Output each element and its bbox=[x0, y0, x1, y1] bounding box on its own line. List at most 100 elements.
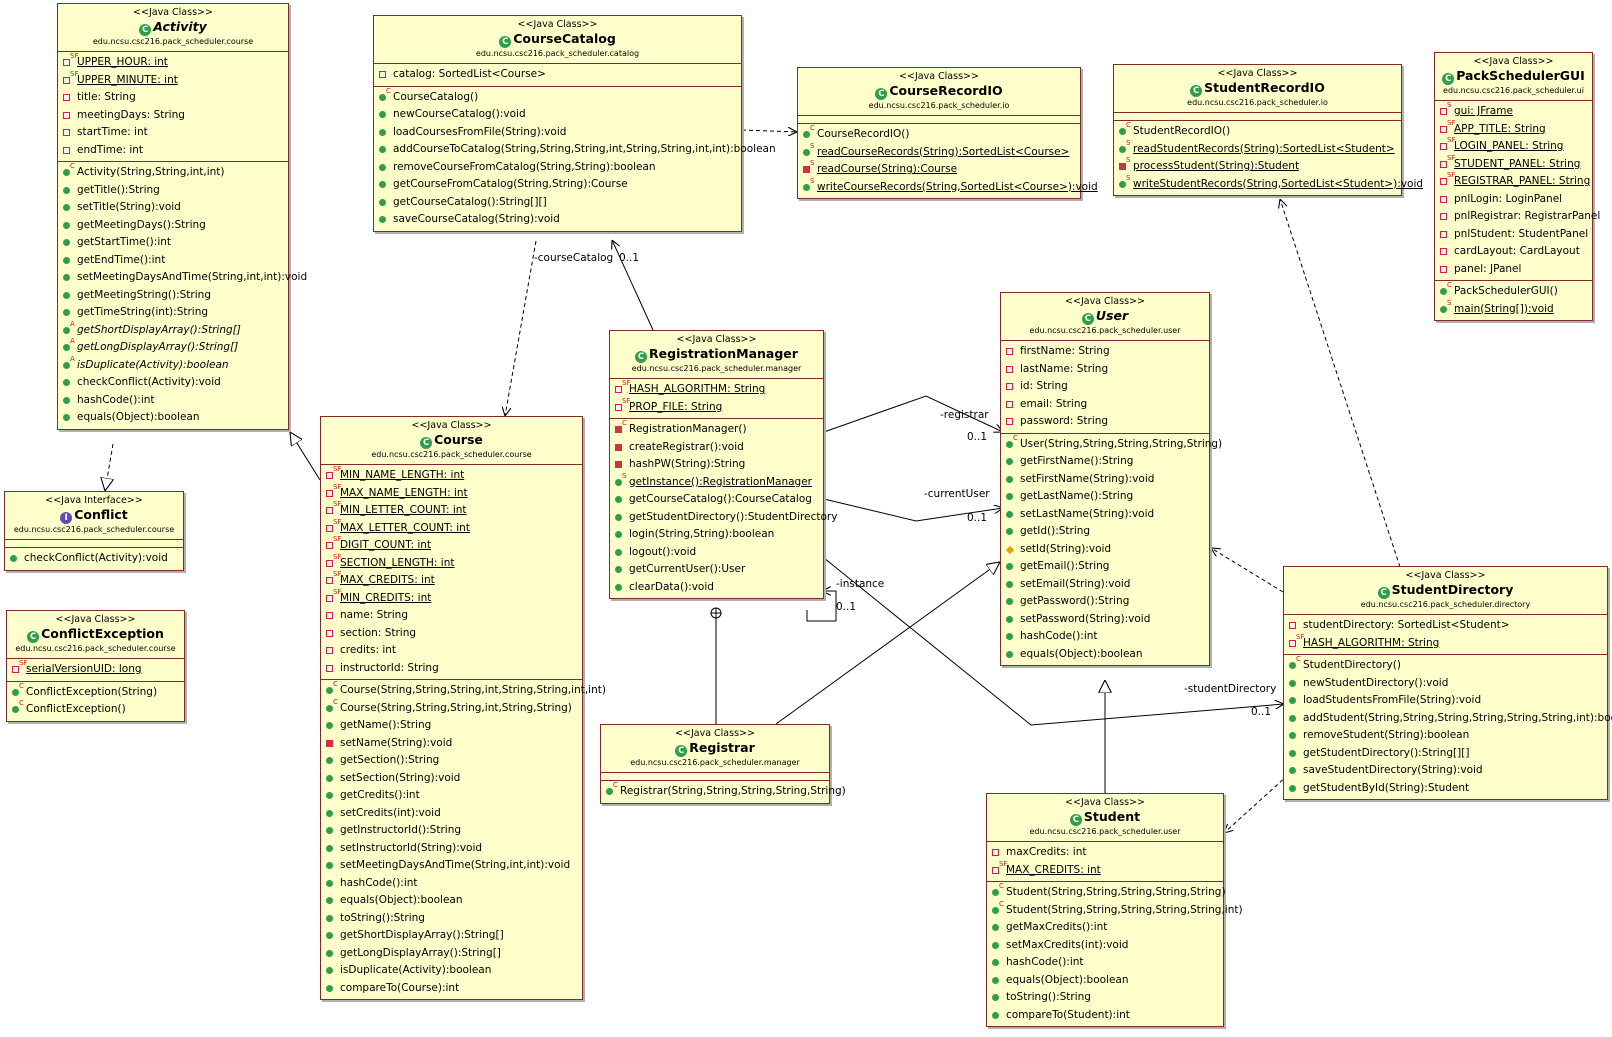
method-row[interactable]: getCourseCatalog():String[][] bbox=[374, 194, 741, 212]
field-row[interactable]: credits: int bbox=[321, 642, 582, 660]
method-row[interactable]: getId():String bbox=[1001, 523, 1209, 541]
method-row[interactable]: loadStudentsFromFile(String):void bbox=[1284, 692, 1607, 710]
method-row[interactable]: hashCode():int bbox=[1001, 628, 1209, 646]
field-row[interactable]: studentDirectory: SortedList<Student> bbox=[1284, 617, 1607, 635]
field-row[interactable]: endTime: int bbox=[58, 142, 288, 160]
method-row[interactable]: getPassword():String bbox=[1001, 593, 1209, 611]
method-row[interactable]: addCourseToCatalog(String,String,String,… bbox=[374, 141, 776, 159]
method-row[interactable]: checkConflict(Activity):void bbox=[58, 374, 288, 392]
field-row[interactable]: pnlRegistrar: RegistrarPanel bbox=[1435, 208, 1600, 226]
method-row[interactable]: addStudent(String,String,String,String,S… bbox=[1284, 710, 1612, 728]
method-row[interactable]: login(String,String):boolean bbox=[610, 526, 823, 544]
method-row[interactable]: removeStudent(String):boolean bbox=[1284, 727, 1607, 745]
method-row[interactable]: getFirstName():String bbox=[1001, 453, 1209, 471]
method-row[interactable]: setMaxCredits(int):void bbox=[987, 937, 1223, 955]
method-row[interactable]: getStartTime():int bbox=[58, 234, 288, 252]
field-row[interactable]: panel: JPanel bbox=[1435, 261, 1592, 279]
method-row[interactable]: getLongDisplayArray():String[] bbox=[321, 945, 582, 963]
field-row[interactable]: email: String bbox=[1001, 396, 1209, 414]
method-row[interactable]: getCurrentUser():User bbox=[610, 561, 823, 579]
method-row[interactable]: newStudentDirectory():void bbox=[1284, 675, 1607, 693]
method-row[interactable]: getEmail():String bbox=[1001, 558, 1209, 576]
method-row[interactable]: setTitle(String):void bbox=[58, 199, 288, 217]
method-row[interactable]: setSection(String):void bbox=[321, 770, 582, 788]
method-row[interactable]: getShortDisplayArray():String[] bbox=[321, 927, 582, 945]
method-row[interactable]: getStudentById(String):Student bbox=[1284, 780, 1607, 798]
method-row[interactable]: setName(String):void bbox=[321, 735, 582, 753]
method-row[interactable]: isDuplicate(Activity):boolean bbox=[321, 962, 582, 980]
method-row[interactable]: toString():String bbox=[987, 989, 1223, 1007]
method-row[interactable]: hashPW(String):String bbox=[610, 456, 823, 474]
method-row[interactable]: getName():String bbox=[321, 717, 582, 735]
method-row[interactable]: hashCode():int bbox=[321, 875, 582, 893]
field-row[interactable]: instructorId: String bbox=[321, 660, 582, 678]
method-row[interactable]: getCourseCatalog():CourseCatalog bbox=[610, 491, 823, 509]
method-row[interactable]: getMeetingDays():String bbox=[58, 217, 288, 235]
method-row[interactable]: setInstructorId(String):void bbox=[321, 840, 582, 858]
method-row[interactable]: getMeetingString():String bbox=[58, 287, 288, 305]
method-row[interactable]: setLastName(String):void bbox=[1001, 506, 1209, 524]
method-row[interactable]: setFirstName(String):void bbox=[1001, 471, 1209, 489]
field-row[interactable]: pnlStudent: StudentPanel bbox=[1435, 226, 1592, 244]
method-row[interactable]: hashCode():int bbox=[58, 392, 288, 410]
field-row[interactable]: cardLayout: CardLayout bbox=[1435, 243, 1592, 261]
field-row[interactable]: catalog: SortedList<Course> bbox=[374, 66, 741, 84]
method-row[interactable]: hashCode():int bbox=[987, 954, 1223, 972]
method-row[interactable]: equals(Object):boolean bbox=[1001, 646, 1209, 664]
method-row[interactable]: getCredits():int bbox=[321, 787, 582, 805]
method-row[interactable]: toString():String bbox=[321, 910, 582, 928]
method-row[interactable]: checkConflict(Activity):void bbox=[5, 550, 183, 568]
field-row[interactable]: title: String bbox=[58, 89, 288, 107]
method-row[interactable]: saveStudentDirectory(String):void bbox=[1284, 762, 1607, 780]
field-row[interactable]: lastName: String bbox=[1001, 361, 1209, 379]
field-row[interactable]: pnlLogin: LoginPanel bbox=[1435, 191, 1592, 209]
method-row[interactable]: setEmail(String):void bbox=[1001, 576, 1209, 594]
field-row[interactable]: id: String bbox=[1001, 378, 1209, 396]
method-row[interactable]: clearData():void bbox=[610, 579, 823, 597]
method-row[interactable]: getStudentDirectory():String[][] bbox=[1284, 745, 1607, 763]
method-row[interactable]: saveCourseCatalog(String):void bbox=[374, 211, 741, 229]
